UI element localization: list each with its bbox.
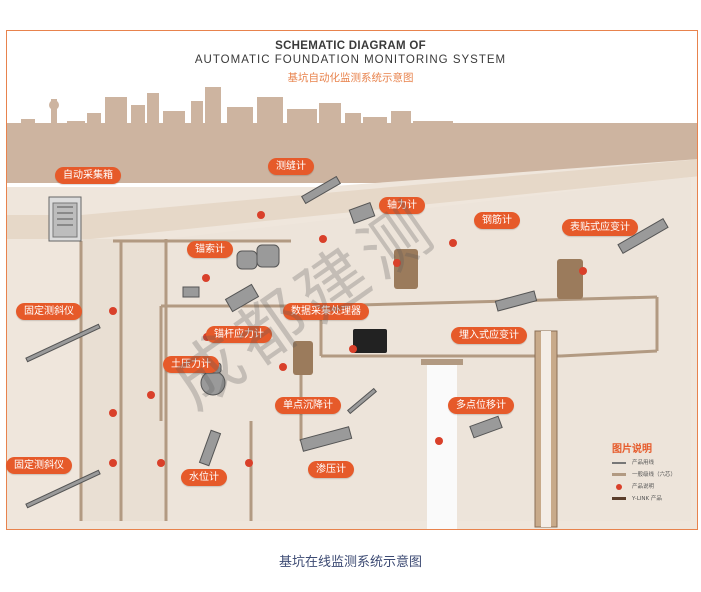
label-crack-meter: 测缝计 [268,158,314,175]
legend-item: Y-LINK 产品 [612,494,662,502]
label-embedded-strain: 埋入式应变计 [451,327,527,344]
label-earth-pressure: 土压力计 [163,356,219,373]
legend-swatch-ylink [612,497,626,500]
label-single-point-settlement: 单点沉降计 [275,397,341,414]
label-anchor-cable: 锚索计 [187,241,233,258]
legend-swatch-line [612,461,626,464]
label-axial-force: 轴力计 [379,197,425,214]
label-water-level: 水位计 [181,469,227,486]
label-multi-point-displacement: 多点位移计 [448,397,514,414]
diagram-frame [6,30,698,530]
title-line-2: AUTOMATIC FOUNDATION MONITORING SYSTEM [194,54,507,66]
label-anchor-rod-stress: 锚杆应力计 [206,326,272,343]
scene-illustration [7,31,697,529]
label-data-processor: 数据采集处理器 [283,303,369,320]
legend-title: 图片说明 [612,444,652,455]
legend-item: 一般级线（六芯） [612,470,676,478]
legend-swatch-cable [612,473,626,476]
title-line-1: SCHEMATIC DIAGRAM OF [275,40,426,52]
harbour-bridge [469,128,691,164]
label-auto-collect-box: 自动采集箱 [55,167,121,184]
sensor-nodes [109,211,587,467]
label-piezometer: 渗压计 [308,461,354,478]
legend-item: 产品说明 [612,482,654,490]
auto-collect-cabinet [48,196,82,242]
structure-columns [293,249,583,375]
caption: 基坑在线监测系统示意图 [278,555,422,570]
label-fixed-inclinometer-top: 固定测斜仪 [16,303,82,320]
label-surface-strain: 表贴式应变计 [562,219,638,236]
legend-swatch-dot [616,483,622,490]
label-rebar-meter: 钢筋计 [474,212,520,229]
title-line-3: 基坑自动化监测系统示意图 [287,72,414,84]
data-processor-unit [353,329,387,353]
legend-item: 产品用线 [612,458,654,466]
label-fixed-inclinometer-bottom: 固定测斜仪 [6,457,72,474]
